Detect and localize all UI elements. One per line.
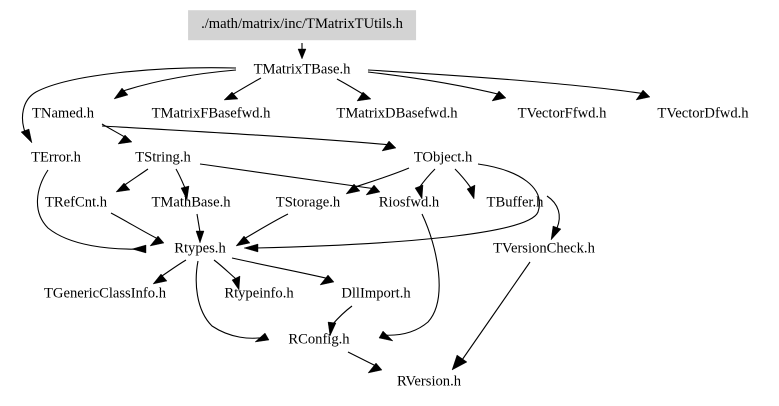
node-terror[interactable]: TError.h	[31, 149, 81, 166]
edge-tnamed-to-tstring	[101, 123, 133, 145]
edge-tmatrixtbase-to-tvectordfwd	[367, 69, 651, 101]
edge-tmatrixtbase-to-tnamed	[113, 69, 237, 100]
node-dllimport[interactable]: DllImport.h	[341, 285, 411, 302]
node-rtypes[interactable]: Rtypes.h	[174, 240, 226, 257]
node-tgenericclassinfo[interactable]: TGenericClassInfo.h	[44, 285, 166, 302]
edge-rtypes-to-rconfig	[195, 260, 270, 343]
node-tbuffer[interactable]: TBuffer.h	[486, 194, 544, 211]
edge-tobject-to-rtypes	[243, 163, 540, 253]
edge-trefcnt-to-rtypes	[110, 212, 165, 247]
edge-root-to-tmatrixtbase	[297, 43, 307, 60]
node-tvectorffwd[interactable]: TVectorFfwd.h	[517, 105, 607, 122]
node-root[interactable]: ./math/matrix/inc/TMatrixTUtils.h	[188, 10, 416, 40]
node-tversioncheck[interactable]: TVersionCheck.h	[493, 240, 595, 257]
node-tstring[interactable]: TString.h	[135, 149, 191, 166]
edge-tnamed-to-tobject	[101, 125, 397, 152]
edge-rtypes-to-dllimport	[231, 257, 335, 286]
edge-tstring-to-tmathbase	[175, 168, 190, 201]
node-tmatrixdbasefwd[interactable]: TMatrixDBasefwd.h	[336, 105, 458, 122]
edge-rconfig-to-rversion	[347, 351, 383, 374]
node-tnamed[interactable]: TNamed.h	[31, 105, 95, 122]
node-tmatrixtbase[interactable]: TMatrixTBase.h	[253, 61, 351, 78]
edge-rtypes-to-rtypeinfo	[213, 259, 241, 291]
node-rtypeinfo[interactable]: Rtypeinfo.h	[224, 285, 294, 302]
edge-tobject-to-riosfwd	[414, 168, 436, 200]
edge-tmatrixtbase-to-tmatrixfbasefwd	[223, 77, 262, 101]
node-rconfig[interactable]: RConfig.h	[288, 331, 350, 348]
edge-tmathbase-to-rtypes	[195, 213, 205, 244]
edge-tstring-to-trefcnt	[115, 168, 149, 193]
edge-tmatrixtbase-to-tvectorffwd	[367, 71, 507, 102]
node-tmatrixfbasefwd[interactable]: TMatrixFBasefwd.h	[151, 105, 271, 122]
edge-tmatrixtbase-to-terror	[20, 67, 237, 144]
edge-tbuffer-to-tversioncheck	[546, 195, 562, 241]
edge-rtypes-to-tgenericclassinfo	[152, 259, 187, 285]
node-tstorage[interactable]: TStorage.h	[275, 194, 341, 211]
node-tmathbase[interactable]: TMathBase.h	[151, 194, 231, 211]
node-rversion[interactable]: RVersion.h	[396, 373, 462, 390]
edge-tobject-to-tstorage	[345, 167, 410, 195]
node-tvectordfwd[interactable]: TVectorDfwd.h	[657, 105, 749, 122]
node-tobject[interactable]: TObject.h	[413, 149, 473, 166]
edge-riosfwd-to-rconfig	[378, 213, 440, 342]
edge-tmatrixtbase-to-tmatrixdbasefwd	[336, 78, 372, 102]
edge-tstorage-to-rtypes	[235, 213, 289, 247]
edge-dllimport-to-rconfig	[327, 305, 353, 337]
node-trefcnt[interactable]: TRefCnt.h	[44, 194, 108, 211]
edge-terror-to-rtypes	[36, 169, 147, 254]
node-riosfwd[interactable]: Riosfwd.h	[378, 194, 440, 211]
edge-tversioncheck-to-rversion	[451, 261, 531, 371]
edge-tobject-to-tbuffer	[454, 168, 476, 200]
